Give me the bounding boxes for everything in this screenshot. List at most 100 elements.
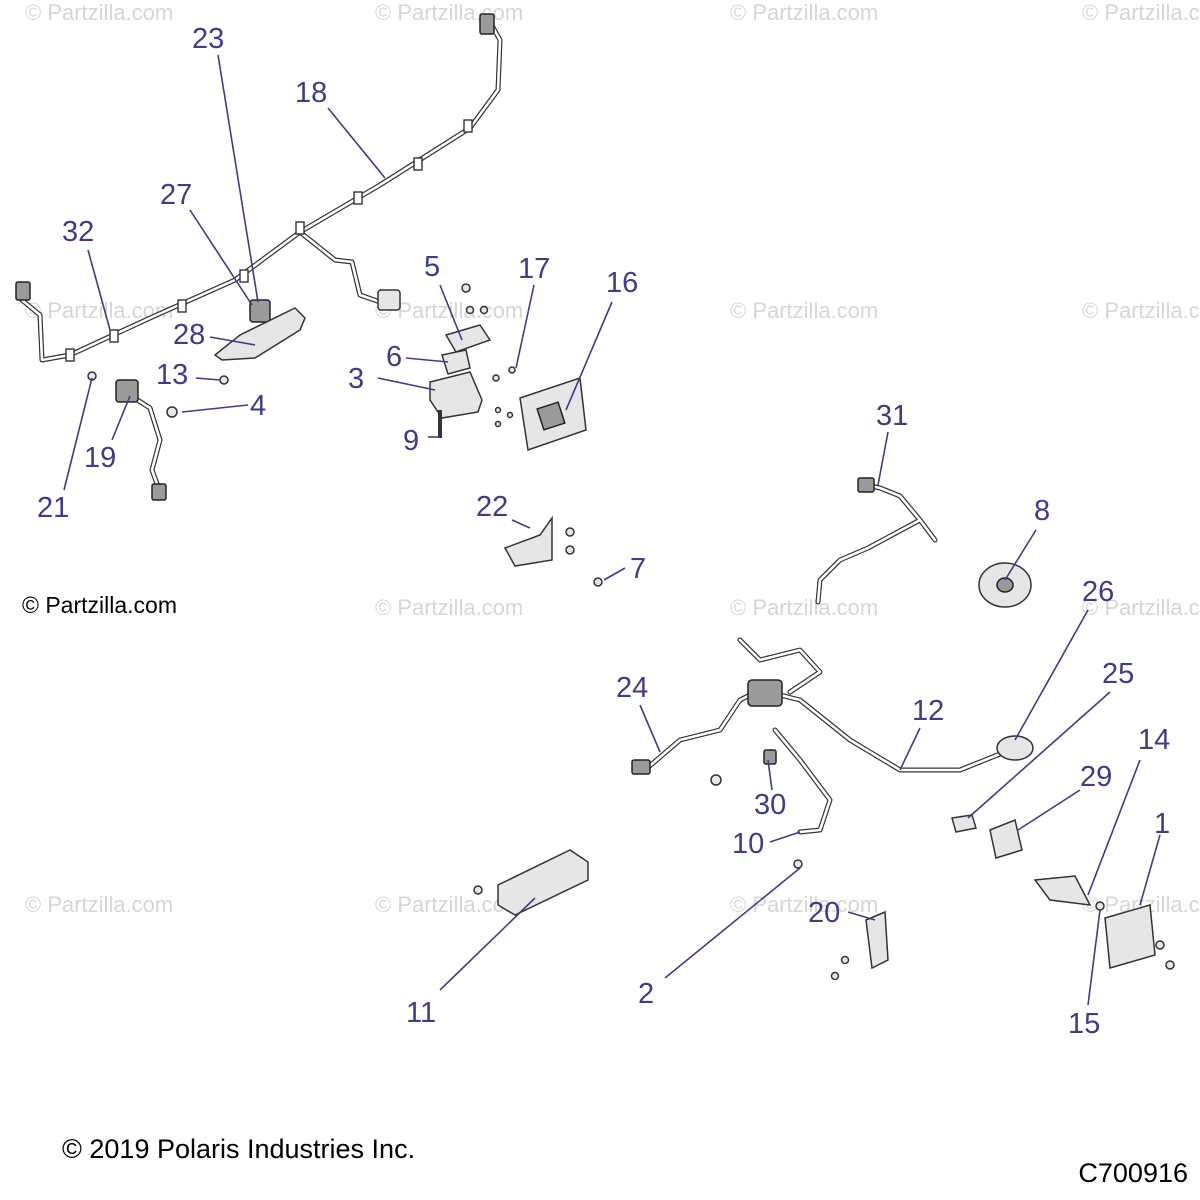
nut-part [461,283,471,293]
screw-part [1155,940,1165,950]
nut-part [1095,901,1105,911]
bracket-part [503,515,553,567]
connector-part [631,759,651,775]
leader-line [511,519,531,529]
callout-25: 25 [1102,658,1134,690]
leader-line [877,431,889,486]
relay-part [989,818,1023,859]
leader-line [565,301,613,411]
screw-part [565,527,575,537]
callout-23: 23 [192,23,224,55]
callout-24: 24 [616,672,648,704]
callout-1: 1 [1154,808,1170,840]
screw-part [793,859,803,869]
callout-10: 10 [732,828,764,860]
parts-layer [15,13,1175,981]
callout-6: 6 [386,341,402,373]
connector-part [857,477,875,493]
callout-29: 29 [1080,761,1112,793]
callout-4: 4 [250,390,266,422]
connector-part [115,379,139,403]
connector-part [151,483,167,501]
screw-part [219,375,229,385]
callout-11: 11 [406,997,436,1029]
pin-part [492,374,500,382]
watermark: © Partzilla.com [375,595,523,620]
leader-line [1139,834,1161,906]
bracket-part [441,349,471,375]
diagram-code: C700916 [1078,1158,1188,1188]
fuse-block-part [497,849,589,916]
leader-line [327,107,386,179]
leader-line [217,54,259,303]
leader-line [1004,529,1037,581]
watermark: © Partzilla.com [1082,595,1200,620]
bracket-part [444,324,492,353]
callout-layer: 1 2 3 4 5 6 7 8 9 10 11 12 13 14 15 16 1… [37,23,1170,1040]
watermark: © Partzilla.com [1082,0,1200,25]
connector-part [747,679,783,707]
screw-part [479,305,489,315]
bracket-part [213,307,306,361]
relay-part [249,299,271,323]
leader-line [87,249,111,331]
regulator-part [1104,904,1156,969]
sensor-part [763,749,777,765]
leader-line [181,404,249,413]
leader-line [603,567,626,581]
leader-line [405,357,449,363]
callout-3: 3 [348,363,364,395]
leader-line [209,336,256,346]
pin-part [494,420,502,428]
bracket-part [865,910,889,970]
callout-16: 16 [606,267,638,299]
leader-line [1087,909,1101,1006]
pin-part [494,406,502,414]
callout-22: 22 [476,491,508,523]
watermark: © Partzilla.com [1082,298,1200,323]
callout-8: 8 [1034,495,1050,527]
pin-part [506,411,514,419]
screw-part [1165,960,1175,970]
callout-20: 20 [808,897,840,929]
cap-part [996,735,1034,761]
callout-9: 9 [403,425,419,457]
ecu-connector [536,401,566,431]
leader-line [967,691,1111,819]
leader-line [767,759,773,791]
callout-5: 5 [424,251,440,283]
leader-line [377,377,436,391]
callout-27: 27 [160,179,192,211]
callout-13: 13 [156,359,188,391]
screw-part [830,971,840,981]
rear-harness [15,13,503,363]
callout-32: 32 [62,216,94,248]
screw-part [565,545,575,555]
leader-line [515,284,535,369]
callout-7: 7 [630,553,646,585]
leader-line [439,284,463,341]
watermark: © Partzilla.com [730,0,878,25]
leader-line [63,377,93,491]
leader-line [639,704,661,753]
watermark: © Partzilla.com [730,298,878,323]
callout-21: 21 [37,492,69,524]
leader-line [1087,759,1141,896]
callout-28: 28 [173,319,205,351]
leader-line [439,897,536,991]
watermark: © Partzilla.com [25,892,173,917]
pin-part [508,366,516,374]
watermark-layer: © Partzilla.com © Partzilla.com © Partzi… [25,0,1200,917]
leader-line [189,209,253,306]
callout-18: 18 [295,77,327,109]
watermark: © Partzilla.com [730,892,878,917]
switch-part [951,814,977,833]
callout-19: 19 [84,442,116,474]
leader-line [664,867,801,979]
callout-12: 12 [912,695,944,727]
leader-line [769,831,801,843]
watermark: © Partzilla.com [375,0,523,25]
leader-line [195,377,221,381]
screw-part [166,406,178,418]
